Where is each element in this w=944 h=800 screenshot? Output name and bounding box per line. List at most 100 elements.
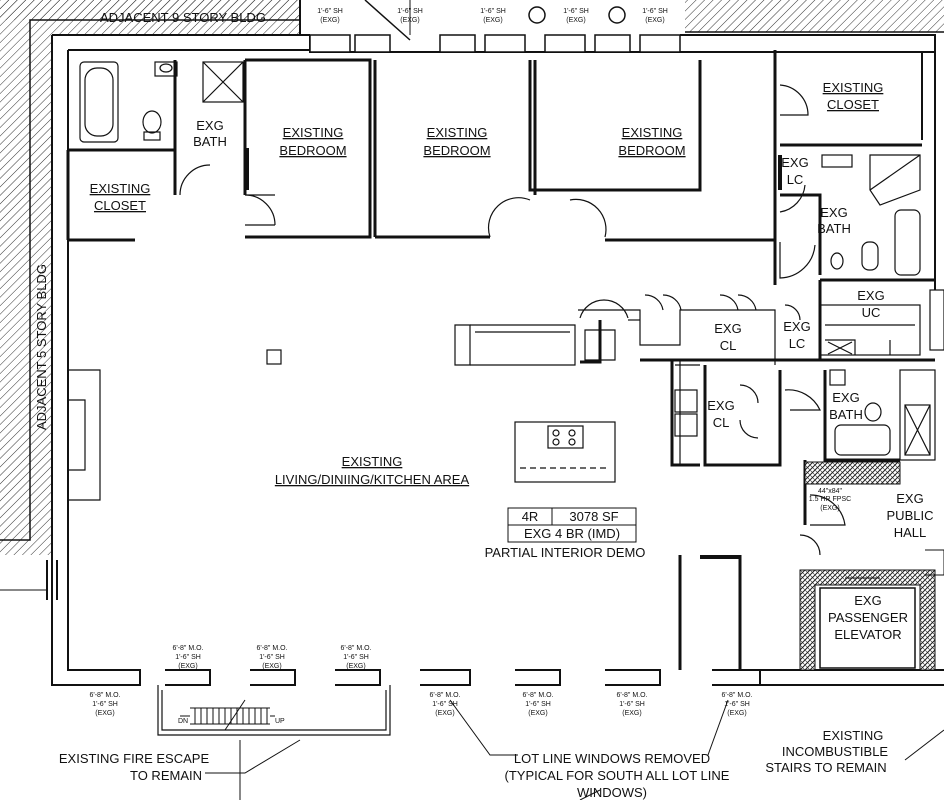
- living-label-1: EXISTING: [342, 454, 403, 469]
- unit-note: PARTIAL INTERIOR DEMO: [485, 545, 646, 560]
- adjacent-left-label: ADJACENT 5 STORY BLDG: [34, 264, 49, 430]
- interior-partitions: [66, 50, 935, 670]
- bedroom-2-label-2: BEDROOM: [423, 143, 490, 158]
- bath-fixtures: [79, 61, 921, 456]
- lc-2-label-2: LC: [789, 336, 806, 351]
- win-tag-sh: 1'-6" SH: [724, 701, 750, 708]
- door-tag-size: 44"x84": [818, 488, 843, 495]
- lc-1-label-1: EXG: [781, 155, 808, 170]
- win-tag-sh: 1'-6" SH: [259, 654, 285, 661]
- public-hall-label-3: HALL: [894, 525, 927, 540]
- win-tag-mo: 6'-8" M.O.: [172, 645, 203, 652]
- callout-lot-line-3: WINDOWS): [577, 785, 647, 800]
- door-swings: [179, 84, 846, 556]
- callout-lot-line-1: LOT LINE WINDOWS REMOVED: [514, 751, 710, 766]
- bath-ne-label-2: BATH: [817, 221, 851, 236]
- door-leaves: [72, 148, 782, 559]
- win-tag-exg: (EXG): [645, 17, 664, 24]
- win-tag-exg: (EXG): [566, 17, 585, 24]
- window-tags-interior: 6'-8" M.O. 1'-6" SH (EXG) 6'-8" M.O. 1'-…: [172, 645, 371, 670]
- public-hall-label-1: EXG: [896, 491, 923, 506]
- win-tag-sh: 1'-6" SH: [642, 8, 668, 15]
- living-label-2: LIVING/DINIING/KITCHEN AREA: [275, 472, 470, 487]
- win-tag-exg: (EXG): [622, 710, 641, 717]
- bath-nw-label-1: EXG: [196, 118, 223, 133]
- adjacent-building-hatch: [0, 0, 944, 555]
- bath-e-label-2: BATH: [829, 407, 863, 422]
- unit-info-box: 4R 3078 SF EXG 4 BR (IMD) PARTIAL INTERI…: [485, 507, 646, 560]
- lc-1-label-2: LC: [787, 172, 804, 187]
- win-tag-sh: 1'-6" SH: [432, 701, 458, 708]
- window-tags-exterior: 6'-8" M.O. 1'-6" SH (EXG) 6'-8" M.O. 1'-…: [89, 692, 752, 717]
- stair-dn-label: DN: [178, 718, 188, 725]
- unit-desc: EXG 4 BR (IMD): [524, 526, 620, 541]
- bedroom-2-label-1: EXISTING: [427, 125, 488, 140]
- cl-1-label-2: CL: [720, 338, 737, 353]
- cl-2-label-1: EXG: [707, 398, 734, 413]
- bedroom-3-label-1: EXISTING: [622, 125, 683, 140]
- masonry-core: [799, 461, 944, 671]
- win-tag-sh: 1'-6" SH: [92, 701, 118, 708]
- door-tag-exg: (EXG): [820, 505, 839, 512]
- callouts: EXISTING FIRE ESCAPE TO REMAIN LOT LINE …: [59, 728, 889, 800]
- built-in-linework: [68, 289, 944, 501]
- bath-nw-label-2: BATH: [193, 134, 227, 149]
- unit-type: 4R: [522, 509, 539, 524]
- win-tag-mo: 6'-8" M.O.: [616, 692, 647, 699]
- closet-w-label-1: EXISTING: [90, 181, 151, 196]
- bedroom-1-label-1: EXISTING: [283, 125, 344, 140]
- win-tag-sh: 1'-6" SH: [525, 701, 551, 708]
- win-tag-sh: 1'-6" SH: [563, 8, 589, 15]
- win-tag-mo: 6'-8" M.O.: [256, 645, 287, 652]
- elevator-label-1: EXG: [854, 593, 881, 608]
- room-labels: EXG BATH EXISTING CLOSET EXISTING BEDROO…: [90, 80, 934, 642]
- cl-1-label-1: EXG: [714, 321, 741, 336]
- win-tag-exg: (EXG): [727, 710, 746, 717]
- callout-lot-line-2: (TYPICAL FOR SOUTH ALL LOT LINE: [505, 768, 730, 783]
- win-tag-mo: 6'-8" M.O.: [721, 692, 752, 699]
- uc-label-2: UC: [862, 305, 881, 320]
- stair-up-label: UP: [275, 718, 285, 725]
- window-tags-top: 1'-6" SH (EXG) 1'-6" SH (EXG) 1'-6" SH (…: [317, 8, 851, 512]
- win-tag-exg: (EXG): [400, 17, 419, 24]
- lc-2-label-1: EXG: [783, 319, 810, 334]
- win-tag-mo: 6'-8" M.O.: [89, 692, 120, 699]
- win-tag-exg: (EXG): [178, 663, 197, 670]
- win-tag-exg: (EXG): [528, 710, 547, 717]
- win-tag-exg: (EXG): [95, 710, 114, 717]
- win-tag-sh: 1'-6" SH: [175, 654, 201, 661]
- win-tag-sh: 1'-6" SH: [397, 8, 423, 15]
- win-tag-sh: 1'-6" SH: [317, 8, 343, 15]
- win-tag-sh: 1'-6" SH: [343, 654, 369, 661]
- win-tag-exg: (EXG): [262, 663, 281, 670]
- win-tag-mo: 6'-8" M.O.: [340, 645, 371, 652]
- fire-escape: [157, 685, 391, 736]
- door-tag-fpsc: 1.5 HR FPSC: [809, 496, 851, 503]
- top-windows: [309, 0, 681, 53]
- win-tag-exg: (EXG): [320, 17, 339, 24]
- bath-ne-label-1: EXG: [820, 205, 847, 220]
- win-tag-exg: (EXG): [346, 663, 365, 670]
- callout-fire-escape-1: EXISTING FIRE ESCAPE: [59, 751, 210, 766]
- callout-stairs-3: STAIRS TO REMAIN: [765, 760, 886, 775]
- closet-ne-label-2: CLOSET: [827, 97, 879, 112]
- win-tag-sh: 1'-6" SH: [480, 8, 506, 15]
- public-hall-label-2: PUBLIC: [887, 508, 934, 523]
- callout-stairs-2: INCOMBUSTIBLE: [782, 744, 889, 759]
- unit-area: 3078 SF: [569, 509, 618, 524]
- elevator-label-3: ELEVATOR: [834, 627, 901, 642]
- callout-stairs-1: EXISTING: [823, 728, 884, 743]
- win-tag-exg: (EXG): [483, 17, 502, 24]
- win-tag-exg: (EXG): [435, 710, 454, 717]
- adjacent-top-label: ADJACENT 9 STORY BLDG: [100, 10, 266, 25]
- cl-2-label-2: CL: [713, 415, 730, 430]
- elevator-label-2: PASSENGER: [828, 610, 908, 625]
- win-tag-mo: 6'-8" M.O.: [522, 692, 553, 699]
- bedroom-1-label-2: BEDROOM: [279, 143, 346, 158]
- uc-label-1: EXG: [857, 288, 884, 303]
- win-tag-sh: 1'-6" SH: [619, 701, 645, 708]
- win-tag-mo: 6'-8" M.O.: [429, 692, 460, 699]
